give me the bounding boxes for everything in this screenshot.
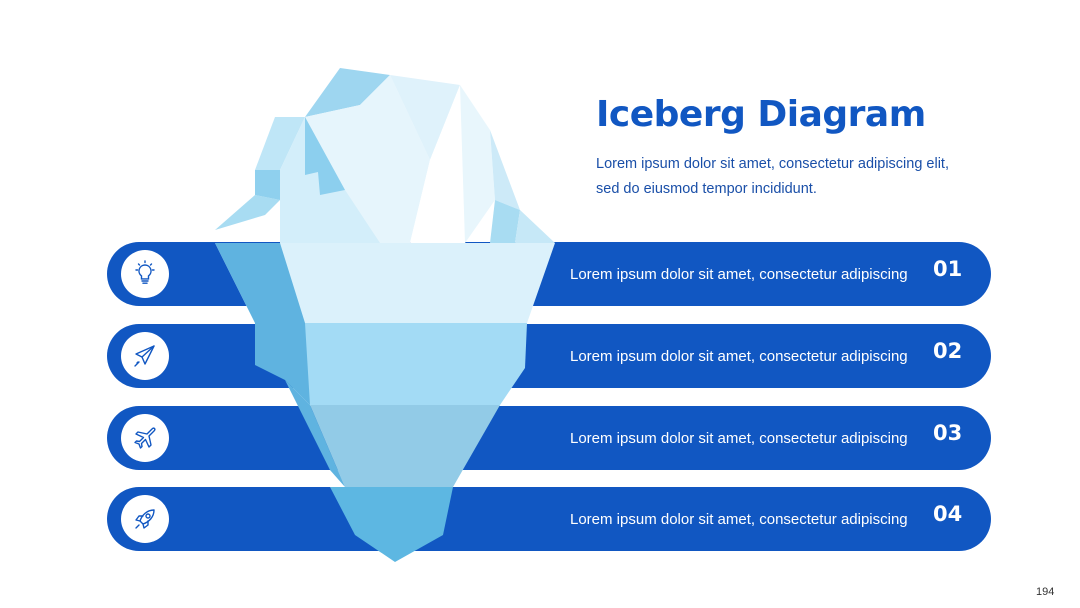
slide-title: Iceberg Diagram <box>596 94 926 135</box>
row-number: 01 <box>933 257 963 281</box>
row-02: Lorem ipsum dolor sit amet, consectetur … <box>107 324 991 388</box>
page-number: 194 <box>1036 586 1055 598</box>
slide-subtitle: Lorem ipsum dolor sit amet, consectetur … <box>596 156 949 197</box>
row-number: 02 <box>933 339 963 363</box>
row-number: 04 <box>933 502 963 526</box>
row-number: 03 <box>933 421 963 445</box>
row-text: Lorem ipsum dolor sit amet, consectetur … <box>570 511 908 528</box>
row-text: Lorem ipsum dolor sit amet, consectetur … <box>570 266 908 283</box>
paper-plane-icon <box>121 332 169 380</box>
row-04: Lorem ipsum dolor sit amet, consectetur … <box>107 487 991 551</box>
iceberg-tip <box>215 68 555 243</box>
lightbulb-icon <box>121 250 169 298</box>
iceberg-underwater <box>215 243 555 562</box>
row-03: Lorem ipsum dolor sit amet, consectetur … <box>107 406 991 470</box>
airplane-icon <box>121 414 169 462</box>
row-text: Lorem ipsum dolor sit amet, consectetur … <box>570 430 908 447</box>
row-text: Lorem ipsum dolor sit amet, consectetur … <box>570 348 908 365</box>
rocket-icon <box>121 495 169 543</box>
